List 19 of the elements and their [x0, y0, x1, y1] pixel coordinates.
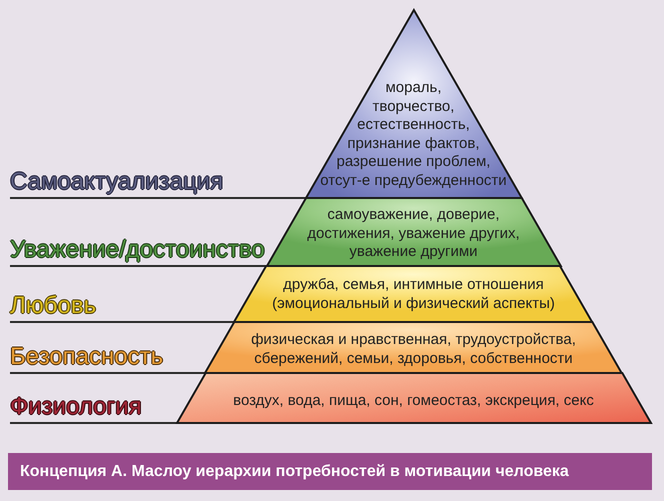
level-description: мораль, творчество, естественность, признание фактов, разрешение проблем, отсут-е предубежденности	[320, 79, 507, 188]
level-heading: Любовь	[10, 293, 96, 319]
level-description: воздух, вода, пища, сон, гомеостаз, экскреция, секс	[233, 392, 594, 409]
leader-line	[10, 265, 267, 267]
level-heading: Физиология	[10, 394, 142, 420]
level-heading: Уважение/достоинство	[10, 237, 265, 263]
level-heading: Самоактуализация	[10, 169, 224, 195]
caption-text: Концепция А. Маслоу иерархии потребностей в мотивации человека	[20, 462, 569, 480]
leader-line	[10, 321, 234, 323]
level-description: физическая и нравственная, трудоустройства, сбережений, семьи, здоровья, собственности	[251, 331, 576, 366]
leader-line	[10, 422, 176, 424]
level-description: дружба, семья, интимные отношения (эмоциональный и физический аспекты)	[272, 276, 555, 312]
level-description: самоуважение, доверие, достижения, уважение других, уважение другими	[307, 206, 520, 260]
pyramid-level	[174, 370, 654, 426]
leader-line	[10, 372, 206, 374]
leader-line	[10, 197, 306, 199]
pyramid-level	[202, 319, 625, 376]
level-heading: Безопасность	[10, 344, 164, 370]
pyramid-level	[264, 195, 564, 269]
